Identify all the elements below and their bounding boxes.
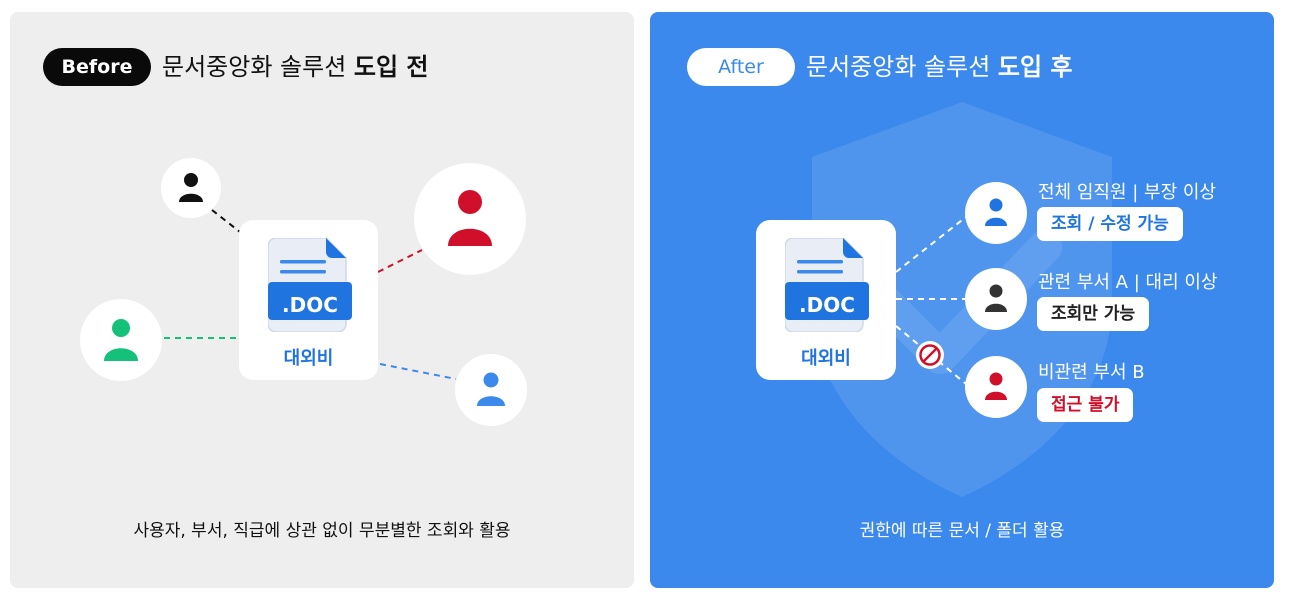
connector-blue — [379, 363, 457, 380]
before-doc-extension: .DOC — [282, 293, 338, 317]
role-3-user-icon — [985, 372, 1007, 400]
after-heading: 문서중앙화 솔루션 도입 후 — [806, 50, 1073, 84]
after-doc-extension: .DOC — [799, 293, 855, 317]
document-icon — [268, 238, 352, 332]
after-heading-strong: 도입 후 — [997, 53, 1073, 81]
red-user-avatar — [414, 163, 526, 275]
before-heading: 문서중앙화 솔루션 도입 전 — [162, 50, 429, 84]
blue-user-icon — [477, 372, 505, 406]
role-3-access-badge: 접근 불가 — [1037, 388, 1134, 422]
role-1-title: 전체 임직원 | 부장 이상 — [1038, 182, 1216, 203]
red-user-icon — [448, 190, 492, 246]
before-heading-prefix: 문서중앙화 솔루션 — [162, 53, 347, 81]
connector-role-1 — [895, 216, 967, 273]
before-document-card: .DOC 대외비 — [239, 220, 378, 380]
no-entry-icon — [916, 341, 944, 369]
after-caption: 권한에 따른 문서 / 폴더 활용 — [859, 521, 1065, 541]
before-connectors — [164, 209, 457, 380]
role-1-user-icon — [985, 198, 1007, 226]
role-2-user-icon — [985, 284, 1007, 312]
after-connectors — [895, 216, 967, 385]
blue-user-avatar — [455, 354, 527, 426]
role-3-avatar — [965, 356, 1027, 418]
role-2-title: 관련 부서 A | 대리 이상 — [1038, 272, 1218, 293]
role-2-avatar — [965, 268, 1027, 330]
role-1-access-badge: 조회 / 수정 가능 — [1037, 207, 1183, 241]
before-panel: Before 문서중앙화 솔루션 도입 전 — [10, 12, 634, 588]
document-icon — [785, 238, 869, 332]
before-caption: 사용자, 부서, 직급에 상관 없이 무분별한 조회와 활용 — [133, 521, 511, 541]
before-heading-strong: 도입 전 — [353, 53, 429, 81]
role-2-access-badge: 조회만 가능 — [1037, 297, 1150, 331]
role-1-avatar — [965, 182, 1027, 244]
after-panel: After 문서중앙화 솔루션 도입 후 .DOC 대외비 전체 임직원 — [650, 12, 1274, 588]
green-user-avatar — [80, 299, 162, 381]
before-badge: Before — [43, 48, 151, 86]
after-document-card: .DOC 대외비 — [756, 220, 896, 380]
after-heading-prefix: 문서중앙화 솔루션 — [806, 53, 991, 81]
after-doc-label: 대외비 — [801, 348, 851, 369]
before-doc-label: 대외비 — [283, 348, 334, 369]
black-user-icon — [179, 173, 203, 202]
connector-red — [377, 249, 423, 273]
after-badge: After — [687, 48, 795, 86]
green-user-icon — [104, 319, 138, 361]
role-3-title: 비관련 부서 B — [1038, 362, 1145, 383]
black-user-avatar — [161, 158, 221, 218]
connector-black — [211, 209, 241, 233]
